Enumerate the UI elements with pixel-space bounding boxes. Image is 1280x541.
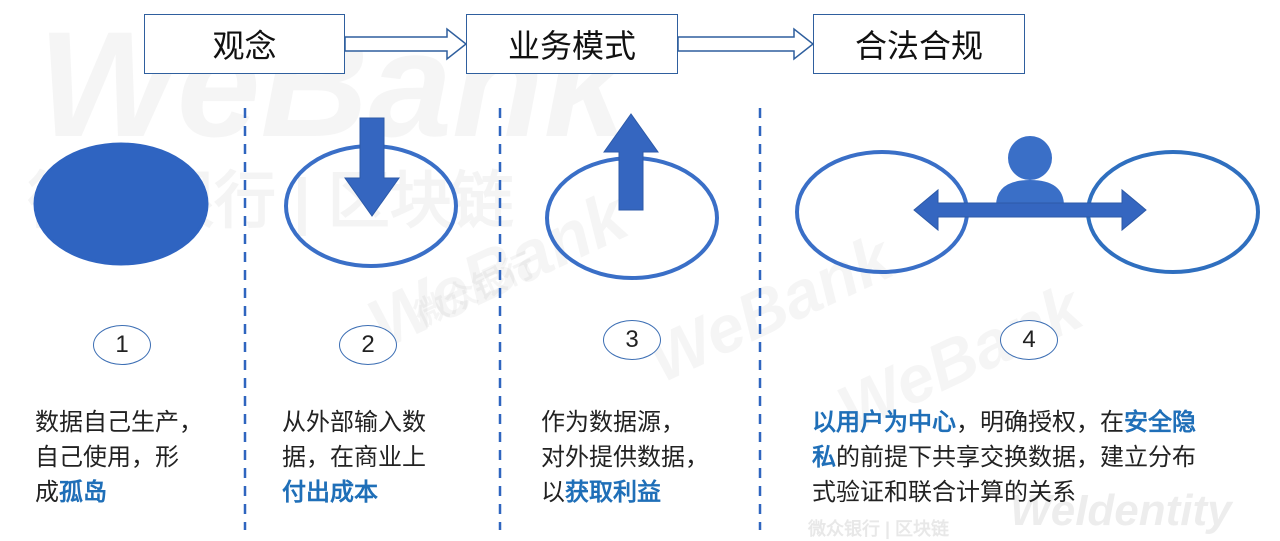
step-desc-4: 以用户为中心，明确授权，在安全隐私的前提下共享交换数据，建立分布式验证和联合计算… xyxy=(812,405,1272,510)
desc-line: 数据自己生产， xyxy=(35,405,235,440)
desc-line: 以获取利益 xyxy=(541,475,756,510)
desc-line: 对外提供数据， xyxy=(541,440,756,475)
highlight-text: 私 xyxy=(812,443,836,471)
desc-text: 的前提下共享交换数据，建立分布 xyxy=(836,443,1196,471)
desc-line: 私的前提下共享交换数据，建立分布 xyxy=(812,440,1272,475)
desc-line: 从外部输入数 xyxy=(282,405,492,440)
stage-box-concept: 观念 xyxy=(144,14,345,74)
step-desc-3: 作为数据源， 对外提供数据， 以获取利益 xyxy=(541,405,756,510)
stage-box-compliance: 合法合规 xyxy=(813,14,1025,74)
desc-text: ，明确授权，在 xyxy=(956,408,1124,436)
filled-ellipse-icon xyxy=(33,142,209,266)
step-desc-2: 从外部输入数据，在商业上付出成本 xyxy=(282,405,492,510)
highlight-text: 以用户为中心 xyxy=(812,408,956,436)
down-arrow-ellipse-icon xyxy=(284,117,458,268)
step-desc-1: 数据自己生产，自己使用，形成孤岛 xyxy=(35,405,235,510)
step-number-1: 1 xyxy=(93,325,151,365)
stage-arrow-2 xyxy=(677,27,815,61)
desc-text: 据，在商业上 xyxy=(282,443,426,471)
highlight-text: 安全隐 xyxy=(1124,408,1196,436)
desc-text: 数据自己生产， xyxy=(35,408,203,436)
step-number-3: 3 xyxy=(603,320,661,360)
stage-arrow-1 xyxy=(344,27,468,61)
desc-line: 据，在商业上 xyxy=(282,440,492,475)
desc-line: 以用户为中心，明确授权，在安全隐 xyxy=(812,405,1272,440)
up-arrow-ellipse-icon xyxy=(545,113,719,280)
highlight-text: 孤岛 xyxy=(59,478,107,506)
person-two-ellipses-icon xyxy=(795,136,1260,274)
desc-line: 成孤岛 xyxy=(35,475,235,510)
highlight-text: 获取利益 xyxy=(565,478,661,506)
desc-line: 付出成本 xyxy=(282,475,492,510)
desc-line: 自己使用，形 xyxy=(35,440,235,475)
desc-text: 自己使用，形 xyxy=(35,443,179,471)
desc-text: 成 xyxy=(35,478,59,506)
desc-text: 式验证和联合计算的关系 xyxy=(812,478,1076,506)
desc-line: 作为数据源， xyxy=(541,405,756,440)
desc-text: 以 xyxy=(541,478,565,506)
desc-text: 作为数据源， xyxy=(541,408,685,436)
highlight-text: 付出成本 xyxy=(282,478,378,506)
desc-line: 式验证和联合计算的关系 xyxy=(812,475,1272,510)
step-number-4: 4 xyxy=(1000,320,1058,360)
stage-box-business-model: 业务模式 xyxy=(466,14,678,74)
desc-text: 对外提供数据， xyxy=(541,443,709,471)
step-number-2: 2 xyxy=(339,325,397,365)
desc-text: 从外部输入数 xyxy=(282,408,426,436)
